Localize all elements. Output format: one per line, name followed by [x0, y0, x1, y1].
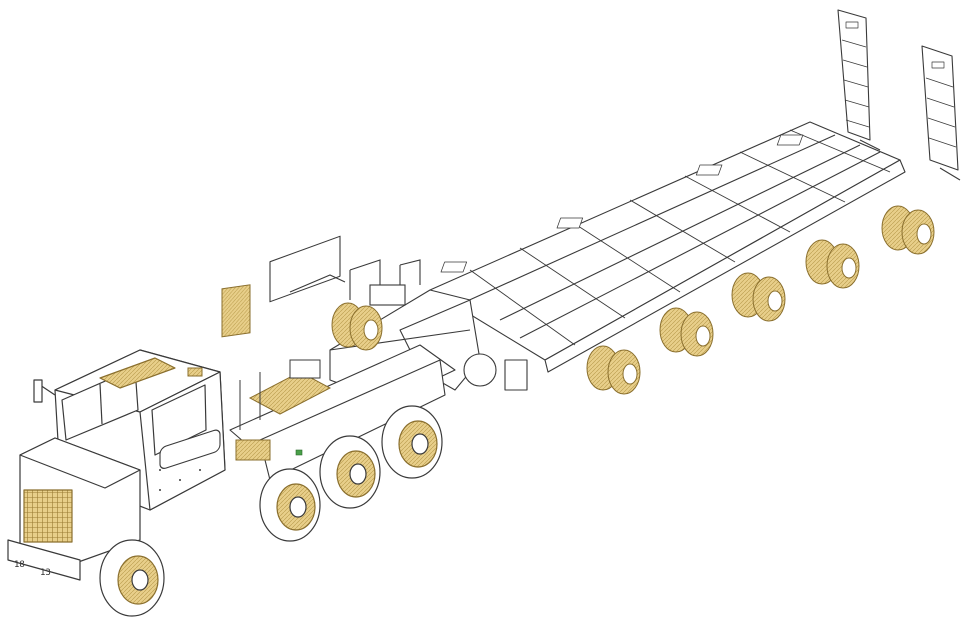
drive-wheel-3 — [381, 405, 443, 479]
trailer-wheels — [331, 205, 935, 395]
trailer-gooseneck — [329, 289, 528, 396]
truck-rear-deck — [239, 359, 332, 430]
drive-wheel-1 — [259, 468, 321, 542]
trailer-deck — [429, 121, 906, 373]
loading-ramps — [837, 9, 961, 181]
truck-rack — [289, 259, 421, 306]
plate-front-right: 13 — [40, 568, 51, 578]
green-fitting — [295, 449, 303, 456]
truck-hood — [7, 437, 141, 581]
front-wheel — [99, 539, 165, 617]
truck-wheels — [99, 405, 443, 617]
trailer-wheel-set-5 — [881, 205, 935, 255]
trailer-wheel-set-2 — [659, 307, 714, 357]
trailer-wheel-set-3 — [731, 272, 786, 322]
truck-chassis — [229, 235, 456, 481]
fuel-tank — [159, 429, 221, 469]
trailer-wheel-set-4 — [805, 239, 860, 289]
truck-side-panels — [187, 284, 271, 461]
plate-front-left: 18 — [14, 560, 25, 570]
spare-wheels — [331, 302, 383, 351]
drive-wheel-2 — [319, 435, 381, 509]
trailer-wheel-set-1 — [586, 345, 641, 395]
